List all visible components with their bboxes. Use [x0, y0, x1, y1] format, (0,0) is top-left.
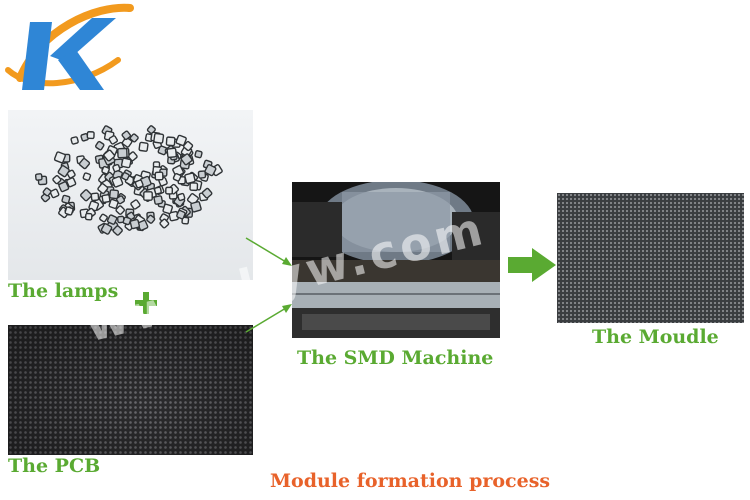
lamp-chip	[117, 147, 128, 159]
lamp-chip	[153, 195, 164, 205]
lamp-chip	[121, 130, 132, 141]
lamps-pile	[34, 125, 223, 236]
lamp-chip	[61, 194, 71, 204]
lamp-chip	[146, 214, 156, 224]
plus-icon	[135, 292, 157, 314]
lamp-chip	[84, 212, 93, 221]
lamp-chip	[49, 188, 60, 199]
lamp-chip	[176, 209, 186, 220]
lamps-photo	[8, 110, 253, 280]
lamp-chip	[189, 182, 199, 192]
lamp-chip	[70, 136, 79, 145]
pcb-shading	[8, 325, 253, 455]
lamp-chip	[42, 187, 52, 197]
module-label: The Moudle	[592, 326, 719, 348]
lamp-chip	[52, 175, 62, 185]
lamp-chip	[143, 191, 153, 201]
lamps-label: The lamps	[8, 280, 119, 302]
lamp-chip	[153, 132, 165, 144]
module-photo	[557, 193, 744, 323]
lamp-chip	[166, 147, 177, 159]
lamp-chip	[66, 177, 77, 188]
lamp-chip	[112, 163, 121, 173]
arrow-smd-to-module	[508, 248, 556, 282]
pcb-label: The PCB	[8, 455, 101, 477]
lamp-chip	[159, 218, 170, 229]
lamp-chip	[106, 214, 118, 225]
lamp-chip	[95, 140, 105, 151]
lamp-chip	[194, 150, 203, 159]
lamp-chip	[184, 172, 196, 185]
lamp-chip	[183, 140, 194, 152]
lamp-chip	[197, 170, 207, 179]
lamp-chip	[57, 165, 70, 178]
lamp-chip	[58, 181, 70, 193]
lamp-chip	[165, 186, 174, 195]
smd-machine-photo	[292, 182, 500, 338]
lamp-chip	[101, 165, 110, 175]
lamp-chip	[111, 175, 124, 188]
caption: Module formation process	[270, 470, 551, 492]
lamp-chip	[112, 225, 123, 236]
lamp-chip	[80, 189, 93, 202]
lamp-chip	[34, 173, 43, 181]
lamp-chip	[127, 151, 138, 162]
pcb-photo	[8, 325, 253, 455]
lamp-chip	[165, 136, 176, 147]
lamp-chip	[190, 201, 202, 213]
lamp-chip	[122, 216, 132, 226]
lamp-chip	[121, 136, 133, 148]
lamp-chip	[129, 218, 141, 230]
lamp-chip	[101, 194, 111, 204]
lamp-chip	[64, 206, 74, 216]
lamp-chip	[177, 192, 186, 202]
lamp-chip	[78, 157, 91, 170]
lamp-chip	[90, 192, 100, 202]
lamp-chip	[154, 171, 164, 181]
lamp-chip	[82, 172, 92, 181]
lamp-chip	[103, 149, 116, 162]
lamp-chip	[115, 195, 126, 205]
lamp-chip	[130, 199, 141, 210]
lamp-chip	[134, 179, 144, 189]
smd-machine-label: The SMD Machine	[297, 347, 494, 369]
lamp-chip	[204, 164, 217, 177]
smd-machine-drawing	[292, 182, 500, 338]
lamp-chip	[108, 198, 119, 210]
lamp-chip	[201, 187, 213, 199]
lamp-chip	[97, 183, 109, 195]
lamp-chip	[100, 223, 113, 235]
lamp-chip	[115, 205, 126, 215]
lamp-chip	[129, 133, 139, 143]
lamp-chip	[138, 141, 149, 152]
lamp-chip	[162, 203, 174, 215]
lamp-chip	[86, 131, 95, 140]
lamp-chip	[121, 171, 130, 181]
lamp-chip	[175, 134, 187, 147]
lamp-chip	[172, 172, 182, 182]
lamp-chip	[120, 157, 132, 169]
lamp-chip	[108, 135, 119, 145]
lamp-chip	[180, 153, 193, 166]
lamp-chip	[181, 216, 190, 225]
company-logo	[5, 3, 134, 90]
lamp-chip	[53, 151, 66, 164]
lamp-chip	[109, 189, 120, 200]
lamp-chip	[99, 213, 108, 223]
